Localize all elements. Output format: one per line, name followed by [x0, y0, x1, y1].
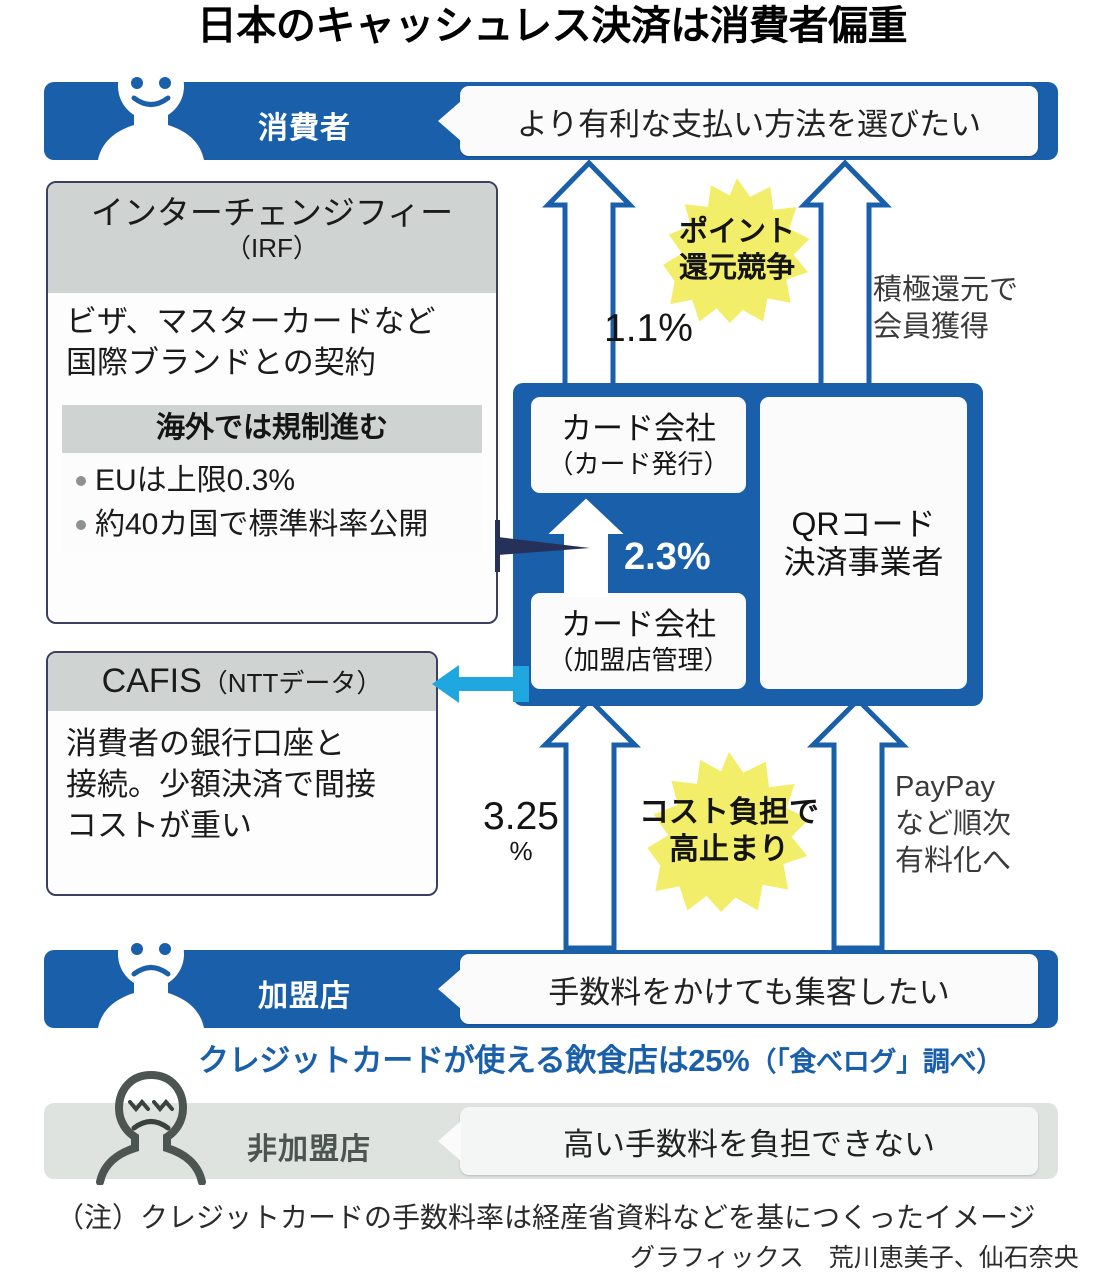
cafis-title-sub: （NTTデータ） [201, 668, 383, 698]
callout-point-line-2: 還元競争 [678, 251, 795, 284]
cafis-body-line-1: 消費者の銀行口座と [66, 726, 345, 761]
note-paypay-fees: PayPay など順次 有料化へ [895, 769, 1011, 880]
rate-merchant-value: 3.25 [483, 795, 559, 838]
callout-cost-burden: コスト負担で 高止まり [620, 752, 838, 912]
note-qr-line-1: 積極還元で [873, 274, 1019, 306]
irf-body-line-1: ビザ、マスターカードなど [66, 304, 436, 339]
cafis-title-row: CAFIS（NTTデータ） [48, 659, 436, 705]
cafis-body-line-2: 接続。少額決済で間接 [66, 767, 376, 802]
irf-title: インターチェンジフィー [90, 194, 454, 231]
callout-cost-line-1: コスト負担で [639, 796, 819, 830]
actor-label-non-merchant: 非加盟店 [247, 1133, 371, 1166]
stat-line: クレジットカードが使える飲食店は25%（「食べログ」調べ） [198, 1035, 1003, 1080]
rate-issuer-to-consumer: 1.1% [604, 307, 693, 350]
actor-label-merchant: 加盟店 [258, 980, 351, 1013]
qr-provider-box: QRコード 決済事業者 [760, 397, 967, 689]
arrow-issuer-to-consumer [542, 159, 636, 393]
stat-line-source: （「食べログ」調べ） [749, 1047, 1003, 1077]
card-acquirer-box: カード会社 （加盟店管理） [531, 593, 746, 689]
irf-body: ビザ、マスターカードなど 国際ブランドとの契約 [48, 293, 496, 405]
irf-body-line-2: 国際ブランドとの契約 [66, 345, 376, 380]
card-issuer-subtitle: （カード発行） [547, 448, 730, 479]
callout-point-line-1: ポイント [678, 216, 795, 249]
irf-subtitle: （IRF） [225, 233, 319, 263]
card-issuer-title: カード会社 [561, 410, 716, 446]
bullet-dot-icon [76, 476, 86, 486]
note-qr-acquire-members: 積極還元で 会員獲得 [873, 272, 1018, 346]
irf-card: インターチェンジフィー （IRF） ビザ、マスターカードなど 国際ブランドとの契… [46, 181, 498, 624]
cafis-card: CAFIS（NTTデータ） 消費者の銀行口座と 接続。少額決済で間接 コストが重… [46, 651, 438, 896]
irf-card-header: インターチェンジフィー （IRF） [48, 183, 496, 293]
non-merchant-quote-bubble: 高い手数料を負担できない [460, 1107, 1038, 1175]
irf-bullet-list: EUは上限0.3% 約40カ国で標準料率公開 [62, 453, 482, 553]
stat-line-main: クレジットカードが使える飲食店は25% [198, 1043, 750, 1078]
list-item: 約40カ国で標準料率公開 [76, 503, 474, 547]
consumer-quote-bubble: より有利な支払い方法を選びたい [460, 86, 1038, 156]
cafis-body: 消費者の銀行口座と 接続。少額決済で間接 コストが重い [48, 711, 436, 846]
irf-bullet-2: 約40カ国で標準料率公開 [95, 508, 429, 541]
cafis-card-header: CAFIS（NTTデータ） [48, 653, 436, 711]
callout-cost-line-2: 高止まり [669, 833, 789, 866]
callout-cost-burden-text: コスト負担で 高止まり [639, 795, 819, 868]
list-item: EUは上限0.3% [76, 459, 474, 503]
footnote: （注）クレジットカードの手数料率は経産省資料などを基につくったイメージ [56, 1202, 1036, 1233]
card-issuer-box: カード会社 （カード発行） [531, 397, 746, 493]
merchant-quote-bubble: 手数料をかけても集客したい [460, 954, 1038, 1024]
bullet-dot-icon [76, 520, 86, 530]
note-paypay-line-3: 有料化へ [895, 845, 1012, 877]
starburst-shape-icon [663, 178, 810, 323]
card-acquirer-subtitle: （加盟店管理） [547, 644, 730, 675]
callout-point-competition: ポイント 還元競争 [639, 178, 835, 323]
starburst-shape-icon [647, 752, 809, 912]
note-paypay-line-1: PayPay [895, 771, 995, 803]
credit-line: グラフィックス 荒川恵美子、仙石奈央 [630, 1244, 1079, 1272]
callout-point-competition-text: ポイント 還元競争 [679, 215, 795, 286]
actor-label-consumer: 消費者 [258, 112, 351, 145]
irf-regulation-subheader: 海外では規制進む [62, 405, 482, 453]
irf-bullet-1: EUは上限0.3% [95, 464, 296, 497]
note-paypay-line-2: など順次 [895, 808, 1012, 840]
qr-provider-title: QRコード [791, 506, 936, 542]
cafis-title: CAFIS [101, 662, 202, 700]
rate-acquirer-to-issuer: 2.3% [624, 536, 711, 578]
qr-provider-subtitle: 決済事業者 [783, 544, 944, 580]
card-acquirer-title: カード会社 [561, 606, 716, 642]
rate-merchant-unit: % [509, 836, 533, 866]
cafis-body-line-3: コストが重い [66, 808, 252, 843]
page-title: 日本のキャッシュレス決済は消費者偏重 [196, 4, 908, 48]
note-qr-line-2: 会員獲得 [873, 311, 990, 343]
rate-merchant-to-acquirer: 3.25 % [466, 797, 576, 864]
